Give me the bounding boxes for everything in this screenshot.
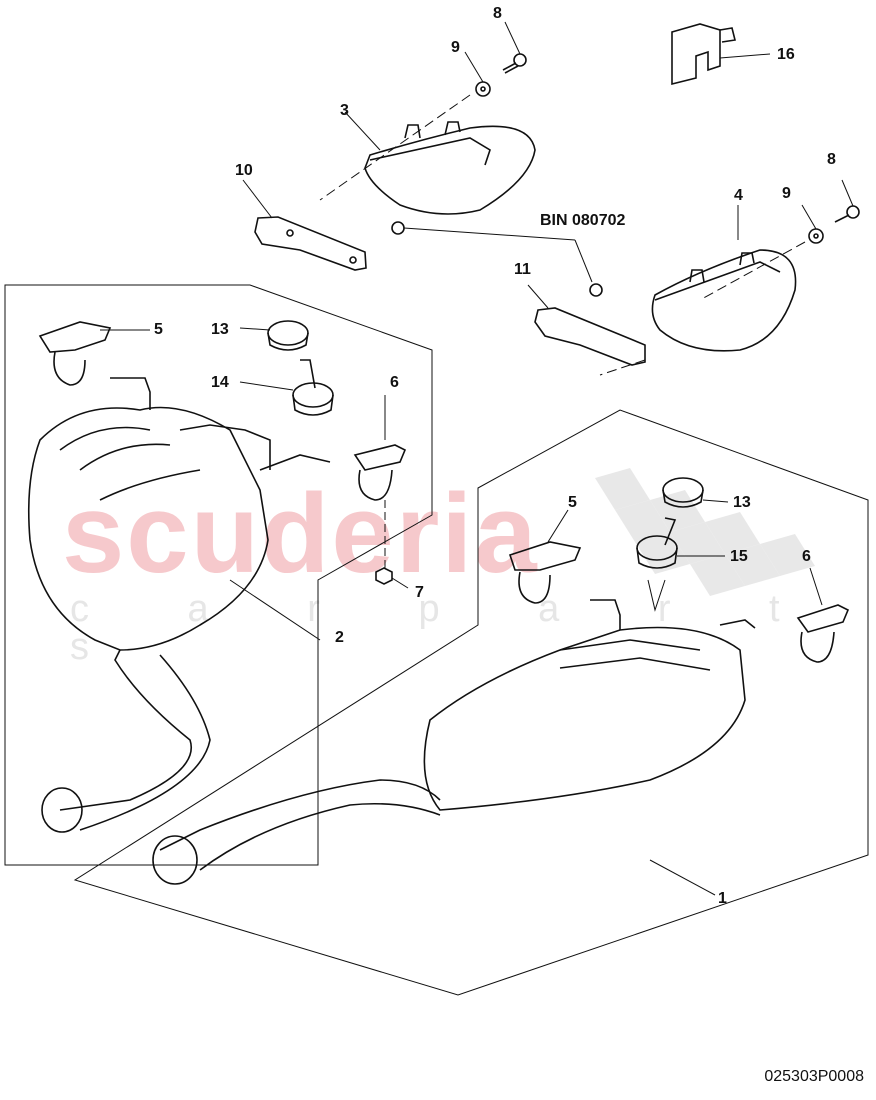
part-9-washer-b	[801, 204, 824, 244]
watermark-subtitle: c a r p a r t s	[70, 588, 824, 668]
group-frame-1	[73, 409, 869, 996]
callout-11: 11	[514, 261, 531, 278]
part-9-washer-a	[464, 51, 491, 97]
part-3-tailpipe-trim	[344, 111, 536, 215]
part-11-bracket	[527, 284, 646, 366]
callout-2: 2	[335, 629, 344, 646]
callout-13: 13	[733, 494, 751, 511]
part-2-silencer-left	[27, 406, 321, 833]
part-5-hanger-right	[508, 509, 621, 630]
part-4-tailpipe-trim	[651, 205, 797, 352]
callout-10: 10	[235, 162, 253, 179]
callout-8: 8	[493, 5, 502, 22]
part-7-nut	[375, 567, 409, 589]
part-13-cap-right	[662, 477, 729, 508]
bin-note: BIN 080702	[540, 212, 626, 229]
callout-9: 9	[782, 185, 791, 202]
callout-15: 15	[730, 548, 748, 565]
checkered-flag-watermark	[595, 468, 815, 596]
part-6-hanger-left	[353, 395, 407, 570]
callout-5: 5	[568, 494, 577, 511]
part-16-clip	[671, 23, 771, 86]
callout-7: 7	[415, 584, 424, 601]
part-13-cap-left	[239, 320, 309, 351]
part-1-silencer-right	[152, 626, 746, 896]
callout-16: 16	[777, 46, 795, 63]
callout-4: 4	[734, 187, 743, 204]
callout-1: 1	[718, 890, 727, 907]
callout-6: 6	[390, 374, 399, 391]
diagram-reference-number: 025303P0008	[764, 1068, 864, 1085]
callout-3: 3	[340, 102, 349, 119]
part-14-sensor-grommet	[239, 359, 334, 416]
callout-6: 6	[802, 548, 811, 565]
group-frame-2	[4, 284, 433, 866]
callout-14: 14	[211, 374, 229, 391]
part-8-bolt-a	[502, 21, 527, 74]
callout-9: 9	[451, 39, 460, 56]
part-5-hanger-left	[38, 321, 151, 410]
part-15-sensor-grommet	[636, 517, 725, 612]
callout-8: 8	[827, 151, 836, 168]
callout-13: 13	[211, 321, 229, 338]
part-8-bolt-b	[834, 179, 860, 223]
watermark-brand: scuderia	[62, 471, 539, 596]
part-6-hanger-right	[719, 567, 850, 663]
callout-5: 5	[154, 321, 163, 338]
part-10-bracket	[242, 179, 367, 271]
